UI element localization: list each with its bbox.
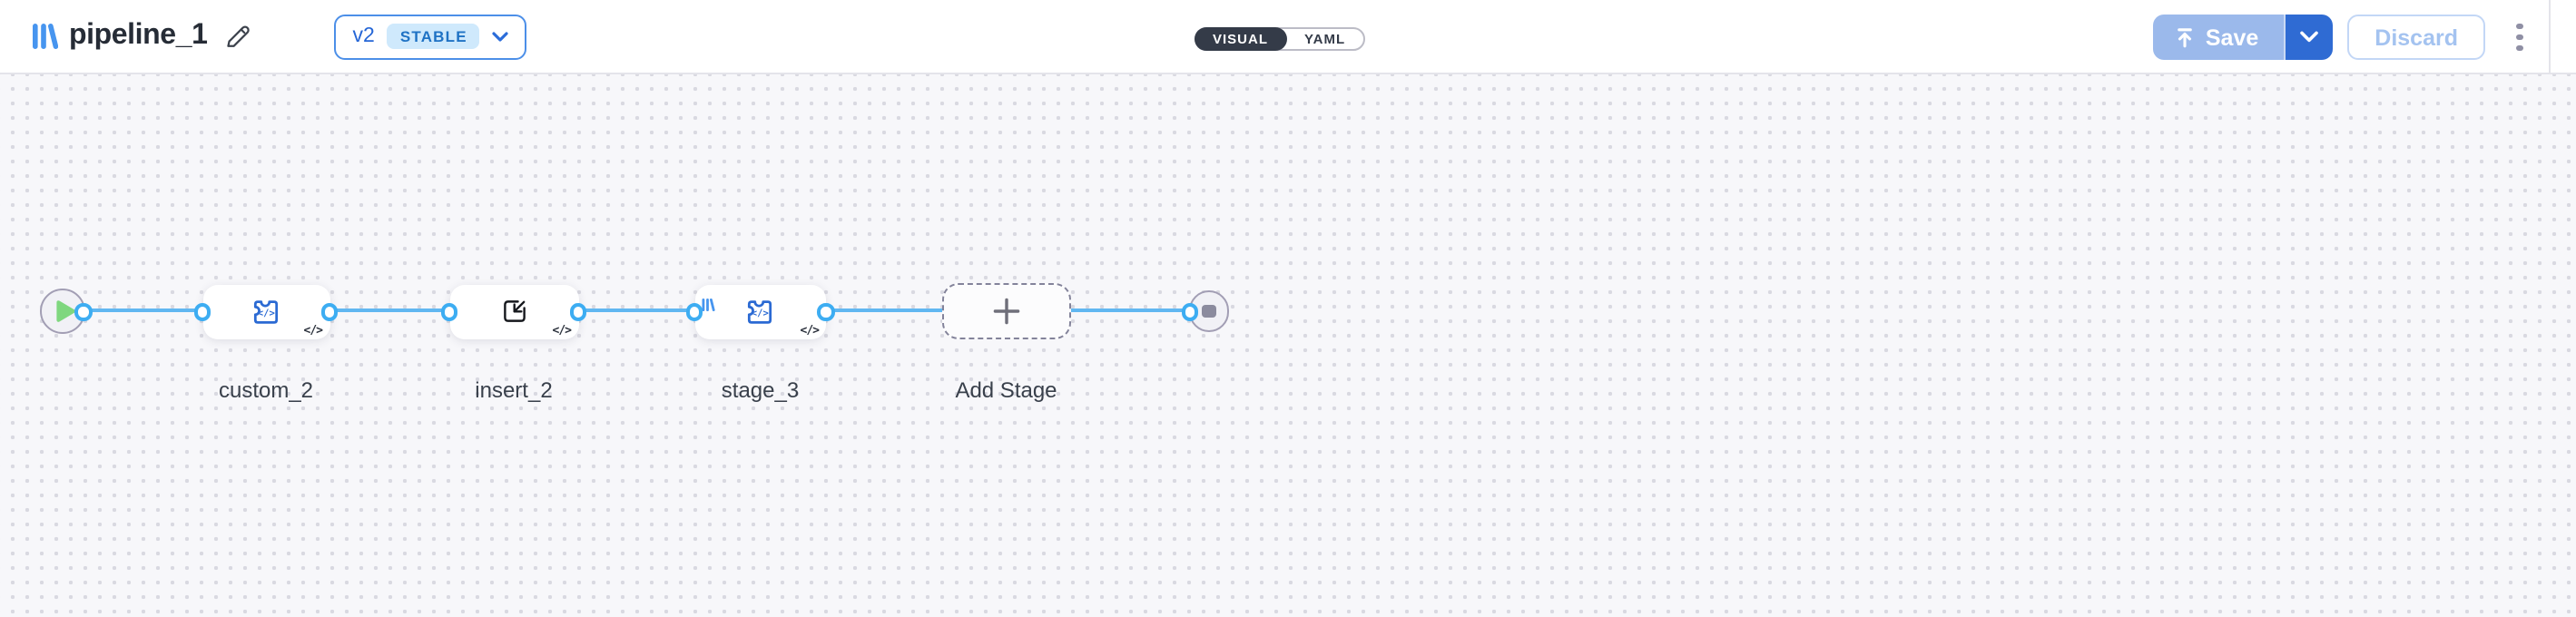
port-insert_2-in[interactable] xyxy=(440,303,458,321)
version-label: v2 xyxy=(352,25,375,47)
save-button-label: Save xyxy=(2205,24,2259,50)
save-button[interactable]: Save xyxy=(2152,15,2285,60)
header-actions: Save Discard xyxy=(2152,15,2532,60)
page-title: pipeline_1 xyxy=(69,20,208,51)
code-badge: </> xyxy=(800,323,821,338)
pipeline-end-node[interactable] xyxy=(1188,290,1230,331)
version-selector[interactable]: v2 STABLE xyxy=(334,14,527,59)
pipeline-start-node[interactable] xyxy=(40,288,85,333)
stage-node-stage_3[interactable]: </> </> xyxy=(694,284,826,338)
port-stage_3-out[interactable] xyxy=(817,303,835,321)
stop-icon xyxy=(1202,304,1216,318)
node-label-stage_3: stage_3 xyxy=(721,377,800,403)
save-options-button[interactable] xyxy=(2284,15,2334,60)
pipeline-canvas[interactable]: </> </> </> xyxy=(0,74,2576,617)
import-icon xyxy=(498,296,529,327)
puzzle-code-icon: </> xyxy=(249,296,283,328)
edit-title-icon[interactable] xyxy=(224,22,253,51)
port-stage_3-in[interactable] xyxy=(685,303,703,321)
pipeline-connection-line xyxy=(84,308,1191,313)
node-label-add-stage: Add Stage xyxy=(955,377,1057,403)
chevron-down-icon xyxy=(493,30,509,43)
header-bar: pipeline_1 v2 STABLE VISUAL YAML xyxy=(0,0,2576,74)
port-end-in[interactable] xyxy=(1181,303,1199,321)
tab-yaml[interactable]: YAML xyxy=(1304,30,1346,47)
save-split-button: Save xyxy=(2152,15,2334,60)
view-mode-toggle: VISUAL YAML xyxy=(1195,27,1366,51)
node-label-insert_2: insert_2 xyxy=(475,377,553,403)
plus-icon xyxy=(993,298,1020,325)
port-start-out[interactable] xyxy=(74,303,93,321)
status-badge: STABLE xyxy=(387,23,480,50)
port-insert_2-out[interactable] xyxy=(569,303,587,321)
add-stage-button[interactable] xyxy=(941,282,1071,339)
play-icon xyxy=(54,299,75,322)
discard-button[interactable]: Discard xyxy=(2347,15,2485,60)
publish-arrow-icon xyxy=(2175,26,2195,48)
port-custom_2-out[interactable] xyxy=(320,303,339,321)
code-badge: </> xyxy=(303,323,324,338)
port-custom_2-in[interactable] xyxy=(193,303,211,321)
stage-node-custom_2[interactable]: </> </> xyxy=(202,284,329,338)
code-badge: </> xyxy=(552,323,573,338)
pipeline-logo-icon xyxy=(31,22,58,51)
tab-visual[interactable]: VISUAL xyxy=(1195,27,1287,51)
stage-node-insert_2[interactable]: </> xyxy=(449,284,578,338)
svg-text:</>: </> xyxy=(752,308,769,319)
header-right-divider xyxy=(2549,0,2551,74)
node-label-custom_2: custom_2 xyxy=(218,377,314,403)
puzzle-code-icon: </> xyxy=(743,296,778,328)
more-options-icon[interactable] xyxy=(2507,15,2532,60)
svg-text:</>: </> xyxy=(258,308,275,319)
